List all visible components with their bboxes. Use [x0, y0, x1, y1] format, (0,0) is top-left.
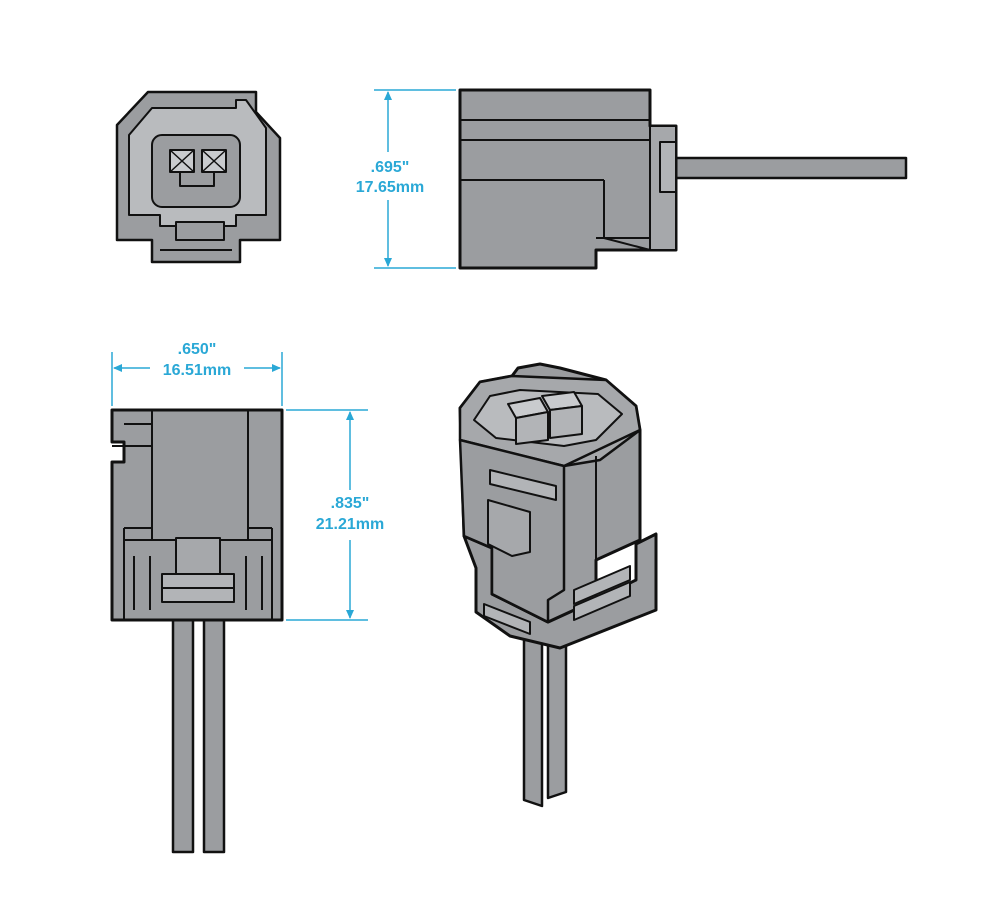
height-dimension: .695" 17.65mm — [356, 89, 456, 269]
length-inch-label: .835" — [331, 495, 370, 512]
width-inch-label: .650" — [178, 341, 217, 358]
front-latch-tab — [175, 221, 225, 241]
height-mm-label: 17.65mm — [356, 179, 425, 196]
width-mm-label: 16.51mm — [163, 362, 232, 379]
iso-wire-right — [546, 638, 568, 800]
top-wire-right — [202, 616, 226, 854]
length-mm-label: 21.21mm — [316, 516, 385, 533]
isometric-view — [458, 362, 658, 808]
top-view — [110, 408, 284, 854]
top-housing-outline — [110, 408, 284, 622]
length-dimension: .835" 21.21mm — [286, 409, 385, 621]
side-wire — [658, 156, 908, 180]
side-view — [458, 88, 908, 270]
iso-wire-left — [522, 628, 544, 808]
height-inch-label: .695" — [371, 159, 410, 176]
width-dimension: .650" 16.51mm — [111, 341, 283, 406]
front-end-view — [115, 90, 282, 264]
top-wire-left — [171, 616, 195, 854]
